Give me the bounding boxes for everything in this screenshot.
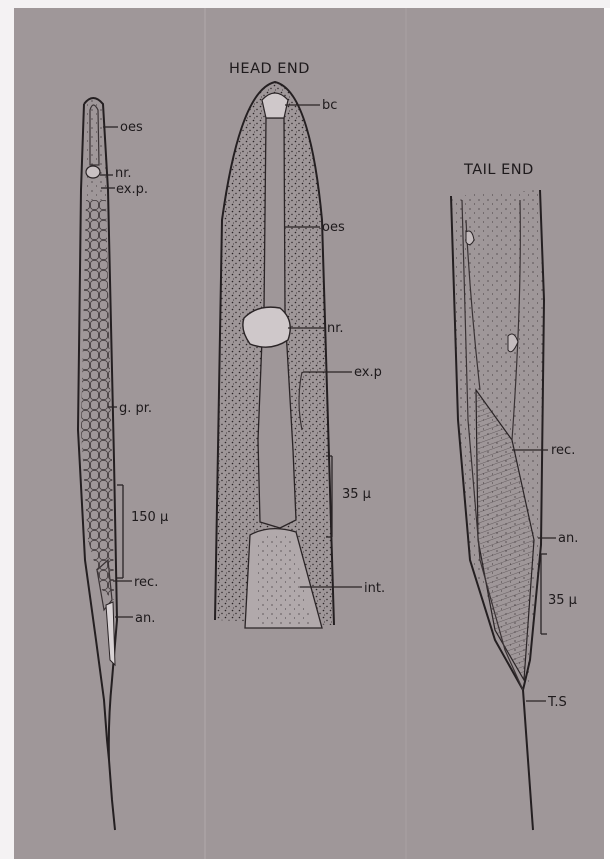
scale-label-150: 150 μ xyxy=(131,510,168,525)
label-intestine: int. xyxy=(364,581,385,596)
label-anus: an. xyxy=(558,531,578,546)
label-nerve-ring: nr. xyxy=(115,166,132,181)
label-oesophagus: oes xyxy=(120,120,143,135)
label-nerve-ring: nr. xyxy=(327,321,344,336)
label-excretory-pore: ex.p xyxy=(354,365,382,380)
scale-label-35: 35 μ xyxy=(548,593,577,608)
head-nerve-ring xyxy=(243,307,290,347)
whole-worm-nerve-ring xyxy=(86,166,100,178)
label-oesophagus: oes xyxy=(322,220,345,235)
left-white-margin xyxy=(0,0,14,859)
label-buccal-cavity: bc xyxy=(322,98,337,113)
label-genital-primordium: g. pr. xyxy=(119,401,152,416)
tail-end-title: TAIL END xyxy=(463,162,534,178)
top-white-margin xyxy=(0,0,610,8)
label-excretory-pore: ex.p. xyxy=(116,182,148,197)
label-anus: an. xyxy=(135,611,155,626)
label-rectum: rec. xyxy=(134,575,158,590)
head-buccal-cavity xyxy=(262,93,288,118)
label-tail-spike: T.S xyxy=(547,695,567,710)
scale-label-35: 35 μ xyxy=(342,487,371,502)
head-end-title: HEAD END xyxy=(229,61,310,77)
label-rectum: rec. xyxy=(551,443,575,458)
